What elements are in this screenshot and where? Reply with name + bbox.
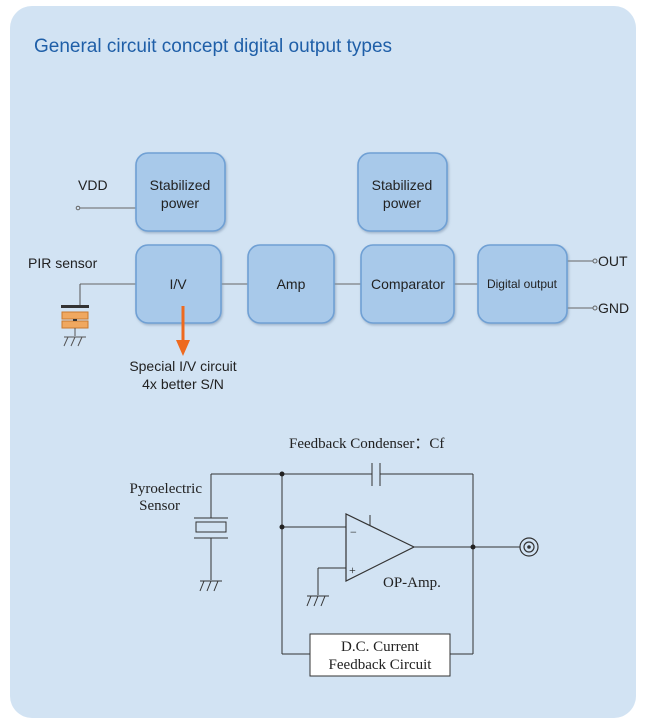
block-wiring — [79, 207, 594, 309]
opamp-minus-label: − — [350, 525, 357, 539]
amp-box — [247, 244, 335, 324]
dc-feedback-line1: D.C. Current — [341, 639, 420, 655]
diagram-title: General circuit concept digital output t… — [34, 36, 393, 57]
pyro-label-line2: Sensor — [139, 498, 180, 514]
opamp-label: OP-Amp. — [383, 575, 441, 591]
stabilized-power-box-2 — [357, 152, 448, 232]
digital-output-box — [477, 244, 568, 324]
junction-node — [279, 471, 285, 477]
vdd-label: VDD — [78, 177, 108, 193]
ground-icon — [199, 580, 222, 592]
gnd-terminal — [592, 305, 598, 311]
dc-feedback-line2: Feedback Circuit — [329, 657, 433, 673]
opamp-wiring — [210, 463, 520, 655]
comparator-box — [360, 244, 455, 324]
pir-sensor-label: PIR sensor — [28, 255, 98, 271]
digital-output-label: Digital output — [487, 277, 558, 291]
pyroelectric-sensor-symbol — [194, 517, 228, 539]
out-label: OUT — [598, 253, 628, 269]
feedback-condenser-label: Feedback Condenser：Cf — [289, 436, 444, 452]
stab-power-2-line2: power — [383, 195, 421, 211]
gnd-label: GND — [598, 300, 629, 316]
junction-node — [470, 544, 476, 550]
out-terminal — [592, 258, 598, 264]
down-arrow-icon — [176, 306, 190, 356]
output-terminal-icon — [519, 537, 539, 557]
stab-power-1-line1: Stabilized — [150, 177, 211, 193]
note-line1: Special I/V circuit — [129, 358, 236, 374]
pir-sensor-symbol — [61, 284, 89, 347]
dc-feedback-box — [309, 633, 451, 677]
amp-label: Amp — [277, 276, 306, 292]
background-panel — [10, 6, 636, 718]
vdd-terminal — [75, 205, 81, 211]
ground-icon — [306, 595, 329, 607]
iv-box — [135, 244, 222, 324]
opamp-plus-label: + — [349, 563, 356, 577]
iv-label: I/V — [169, 276, 187, 292]
stabilized-power-box-1 — [135, 152, 226, 232]
pyro-label-line1: Pyroelectric — [130, 481, 203, 497]
junction-node — [279, 524, 285, 530]
note-line2: 4x better S/N — [142, 376, 224, 392]
stab-power-1-line2: power — [161, 195, 199, 211]
stab-power-2-line1: Stabilized — [372, 177, 433, 193]
comparator-label: Comparator — [371, 276, 445, 292]
